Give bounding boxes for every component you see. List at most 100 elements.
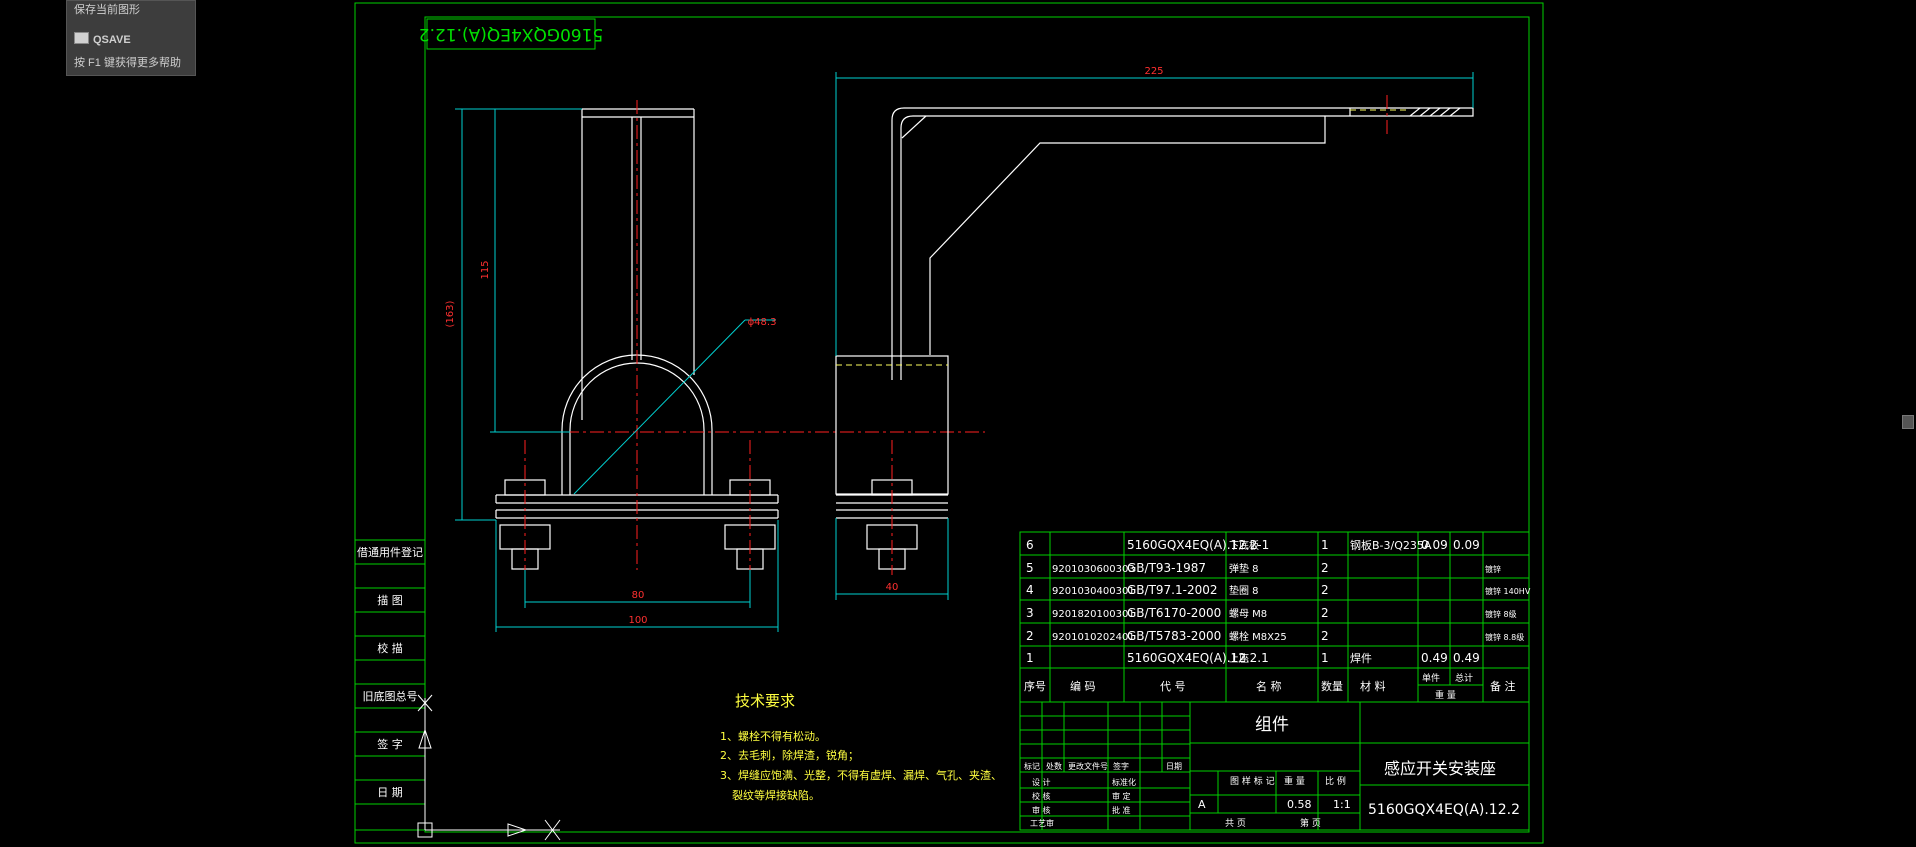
bom-header-note: 备 注 [1490,679,1516,693]
bom-qty: 2 [1321,583,1329,597]
title-stage: A [1198,798,1206,811]
bom-ref: GB/T5783-2000 [1127,629,1221,643]
title-scale: 1:1 [1333,798,1351,811]
bom-code: 9201030400301 [1052,586,1135,597]
save-icon [74,32,89,44]
title-scale-label: 比 例 [1325,775,1346,787]
side-label-4: 旧底图总号 [363,689,418,703]
bom-w2: 0.09 [1453,538,1480,552]
title-block [1019,701,1530,831]
scrollbar-thumb[interactable] [1902,415,1914,429]
tech-item-3: 3、焊缝应饱满、光整，不得有虚焊、漏焊、气孔、夹渣、 [720,768,1002,782]
bom-no: 5 [1026,561,1034,575]
title-stage-label: 图 样 标 记 [1230,775,1275,787]
bom-no: 4 [1026,583,1034,597]
title-label-check: 校 核 [1032,791,1051,801]
title-label-std: 标准化 [1112,777,1136,787]
bom-header-unit: 单件 [1422,672,1440,684]
bom-w2: 0.49 [1453,651,1480,665]
side-label-5: 签 字 [377,737,403,751]
title-drawing-no: 5160GQX4EQ(A).12.2 [1368,802,1520,818]
bom-note: 镀锌 140HV [1485,586,1531,596]
bom-qty: 1 [1321,651,1329,665]
dim-163: (163) [445,300,456,327]
tooltip-help: 按 F1 键获得更多帮助 [74,57,181,69]
side-view-dashed [836,109,1408,366]
bom-qty: 2 [1321,606,1329,620]
bom-name: 螺母 M8 [1229,608,1267,620]
title-part-name: 感应开关安装座 [1384,759,1496,778]
bom-mat: 焊件 [1350,651,1372,665]
dim-115: 115 [480,260,491,279]
title-label-approve1: 审 定 [1112,791,1131,801]
bom-w1: 0.49 [1421,651,1448,665]
bom-ref: GB/T93-1987 [1127,561,1206,575]
title-label-review: 审 核 [1032,805,1051,815]
bom-ref: GB/T97.1-2002 [1127,583,1218,597]
bom-header-no: 序号 [1024,679,1046,693]
title-sheet-a: 共 页 [1225,818,1246,829]
side-label-strip [354,539,426,831]
title-block-text: 组件 感应开关安装座 5160GQX4EQ(A).12.2 图 样 标 记 重 … [1024,715,1520,829]
bom-no: 2 [1026,629,1034,643]
tooltip-command-row: QSAVE [74,32,131,46]
tooltip-description: 保存当前图形 [74,4,140,16]
bom-header-name: 名 称 [1256,679,1282,693]
bom-rows: 6 5160GQX4EQ(A).12.2-1 下底板 1 钢板B-3/Q235A… [1024,538,1531,701]
bom-table [1019,531,1530,703]
bom-header: 序号 编 码 代 号 名 称 数量 材 料 单件 总计 重 量 备 注 [1024,672,1516,701]
bom-header-mat: 材 料 [1360,679,1386,693]
tech-title: 技术要求 [735,692,795,710]
bom-row: 2 9201010202401 GB/T5783-2000 螺栓 M8X25 2… [1026,629,1524,643]
dim-100: 100 [628,615,647,626]
side-label-6: 日 期 [377,786,403,799]
bom-header-weight: 重 量 [1435,689,1456,701]
bom-name: 螺栓 M8X25 [1229,630,1287,643]
bom-ref: 5160GQX4EQ(A).12.2.1 [1127,651,1269,665]
tooltip-command: QSAVE [93,34,131,46]
dim-48: ϕ48.3 [748,317,777,328]
title-label-craft: 工艺审 [1030,818,1054,828]
title-col-mark: 标记 [1024,761,1040,771]
dim-225: 225 [1144,66,1163,77]
bom-row: 1 5160GQX4EQ(A).12.2.1 上座 1 焊件 0.49 0.49 [1026,651,1480,665]
title-col-date: 日期 [1166,762,1182,771]
bom-note: 镀锌 8.8级 [1485,632,1524,642]
bom-code: 9201820100301 [1052,609,1135,620]
bom-mat: 钢板B-3/Q235A [1350,538,1432,552]
bom-qty: 2 [1321,561,1329,575]
bom-ref: 5160GQX4EQ(A).12.2-1 [1127,538,1269,552]
bom-name: 垫圈 8 [1229,584,1259,597]
tech-requirements: 技术要求 1、螺栓不得有松动。 2、去毛刺，除焊渣，锐角； 3、焊缝应饱满、光整… [720,692,1002,802]
side-view [835,107,1474,570]
title-weight-label: 重 量 [1284,775,1305,787]
side-view-centerlines [891,95,1388,575]
bom-name: 下底板 [1229,539,1259,552]
bom-row: 3 9201820100301 GB/T6170-2000 螺母 M8 2 镀锌… [1026,606,1517,620]
title-sheet-b: 第 页 [1300,817,1321,829]
front-view-dims [455,108,779,632]
bom-ref: GB/T6170-2000 [1127,606,1221,620]
bom-note: 镀锌 [1485,564,1501,574]
bom-qty: 1 [1321,538,1329,552]
bom-code: 9201010202401 [1052,632,1135,643]
bom-no: 6 [1026,538,1034,552]
bom-name: 弹垫 8 [1229,562,1259,575]
tech-item-2: 2、去毛刺，除焊渣，锐角； [720,748,859,762]
title-weight: 0.58 [1287,798,1312,811]
bom-w1: 0.09 [1421,538,1448,552]
bom-code: 9201030600303 [1052,564,1135,575]
side-label-3: 校 描 [377,641,403,655]
title-col-count: 处数 [1046,761,1062,771]
tech-item-4: 裂纹等焊接缺陷。 [732,788,820,802]
title-group: 组件 [1255,715,1289,735]
bom-row: 4 9201030400301 GB/T97.1-2002 垫圈 8 2 镀锌 … [1026,583,1531,597]
sheet-border [354,2,1544,844]
ucs-icon [417,694,561,841]
title-col-sign: 签字 [1113,761,1129,771]
bom-name: 上座 [1229,652,1249,665]
rotated-code: 5160GQX4EQ(A).12.2 [419,24,604,44]
title-label-approve2: 批 准 [1112,805,1131,815]
